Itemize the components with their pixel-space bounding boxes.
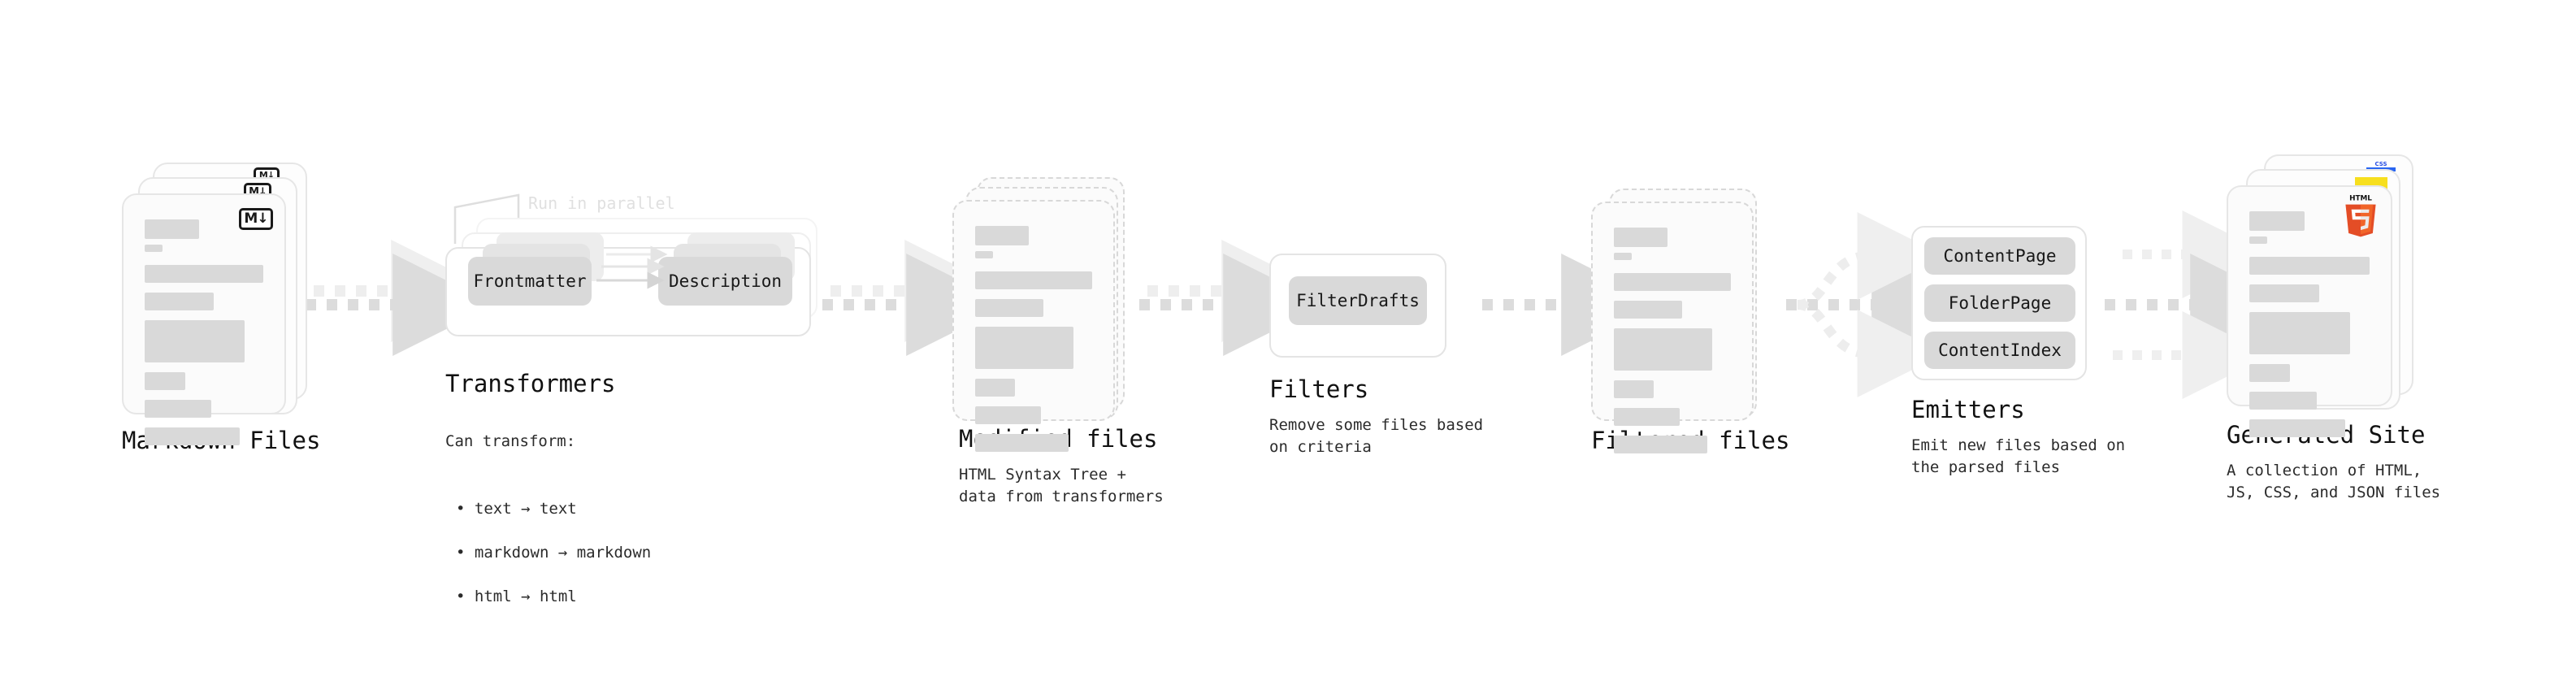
- skeleton-line: [145, 219, 200, 239]
- stage-title-filters: Filters: [1269, 375, 1369, 403]
- skeleton-line: [145, 372, 185, 390]
- stage-filtered-files: [1591, 189, 1770, 453]
- skeleton-line: [975, 327, 1073, 369]
- stage-title-transformers: Transformers: [445, 370, 616, 397]
- skeleton-line: [2249, 211, 2305, 231]
- skeleton-line: [145, 245, 163, 252]
- skeleton-line: [145, 293, 214, 310]
- filtered-card-front: [1591, 202, 1754, 453]
- bullet-text: text → text: [474, 499, 577, 518]
- transformer-chip-frontmatter[interactable]: Frontmatter: [468, 257, 592, 306]
- site-skeleton: [2249, 211, 2370, 447]
- emitter-chip-contentpage[interactable]: ContentPage: [1924, 237, 2075, 275]
- skeleton-line: [1614, 328, 1712, 371]
- filtered-skeleton: [1614, 228, 1731, 463]
- transformers-bullet-2: • html → html: [456, 587, 577, 605]
- skeleton-line: [1614, 228, 1668, 247]
- filter-chip-filterdrafts[interactable]: FilterDrafts: [1289, 276, 1427, 325]
- markdown-skeleton: [145, 219, 263, 455]
- bullet-text: html → html: [474, 587, 577, 605]
- stage-subtitle-emitters: Emit new files based on the parsed files: [1911, 436, 2126, 476]
- skeleton-line: [975, 406, 1041, 424]
- skeleton-line: [2249, 419, 2346, 437]
- bullet-text: markdown → markdown: [474, 543, 652, 562]
- skeleton-line: [975, 226, 1030, 245]
- skeleton-line: [975, 271, 1092, 289]
- site-card-front-html: HTML: [2227, 185, 2392, 437]
- arrow-filtered-to-emitters: [1786, 212, 1975, 397]
- transformers-bullet-list: • text → text • markdown → markdown • ht…: [445, 476, 770, 630]
- skeleton-line: [1614, 408, 1680, 426]
- markdown-logo-icon: M↓: [239, 208, 273, 230]
- arrow-transformers-to-modified: [822, 240, 1009, 356]
- skeleton-line: [145, 427, 240, 445]
- stage-subtitle-transformers: Can transform: • text → text • markdown …: [445, 409, 770, 652]
- skeleton-line: [2249, 236, 2268, 244]
- stage-subtitle-filters: Remove some files based on criteria: [1269, 416, 1484, 456]
- arrow-emitters-to-site: [2105, 210, 2293, 399]
- skeleton-line: [145, 400, 211, 418]
- modified-card-front: [952, 200, 1115, 452]
- skeleton-line: [1614, 436, 1708, 453]
- skeleton-line: [1614, 380, 1654, 398]
- emitter-chip-folderpage[interactable]: FolderPage: [1924, 284, 2075, 322]
- stage-markdown-files: M↓ M↓ M↓: [122, 163, 309, 445]
- arrow-markdown-to-transformers: [306, 240, 496, 356]
- skeleton-line: [2249, 257, 2370, 275]
- skeleton-line: [975, 251, 993, 258]
- emitter-chip-contentindex[interactable]: ContentIndex: [1924, 332, 2075, 369]
- stage-generated-site: CSS HTML: [2227, 154, 2413, 437]
- css-logo-label: CSS: [2374, 161, 2387, 167]
- run-in-parallel-label: Run in parallel: [528, 193, 675, 213]
- html5-shield-svg: HTML: [2345, 194, 2376, 237]
- stage-subtitle-generated-site: A collection of HTML, JS, CSS, and JSON …: [2227, 462, 2441, 501]
- skeleton-line: [1614, 301, 1682, 319]
- arrow-modified-to-filters: [1139, 240, 1326, 356]
- skeleton-line: [2249, 364, 2291, 382]
- caption-filters: Filters Remove some files based on crite…: [1269, 375, 1546, 458]
- transformers-bullet-1: • markdown → markdown: [456, 543, 652, 562]
- modified-skeleton: [975, 226, 1092, 462]
- skeleton-line: [2249, 392, 2317, 410]
- stage-modified-files: [952, 177, 1131, 452]
- html5-wordmark: HTML: [2349, 194, 2372, 202]
- markdown-card-front: M↓: [122, 193, 286, 445]
- skeleton-line: [1614, 253, 1632, 260]
- stage-title-emitters: Emitters: [1911, 396, 2025, 423]
- caption-transformers: Transformers Can transform: • text → tex…: [445, 370, 770, 652]
- transformers-bullet-0: • text → text: [456, 499, 577, 518]
- skeleton-line: [2249, 284, 2319, 302]
- transformers-subtitle-lead: Can transform:: [445, 432, 576, 450]
- caption-emitters: Emitters Emit new files based on the par…: [1911, 396, 2179, 479]
- skeleton-line: [975, 434, 1069, 452]
- skeleton-line: [975, 299, 1043, 317]
- skeleton-line: [975, 379, 1015, 397]
- skeleton-line: [2249, 312, 2351, 354]
- skeleton-line: [1614, 273, 1731, 291]
- skeleton-line: [145, 320, 245, 362]
- stage-subtitle-modified-files: HTML Syntax Tree + data from transformer…: [959, 466, 1164, 505]
- skeleton-line: [145, 265, 263, 283]
- transformer-chip-description[interactable]: Description: [658, 257, 792, 306]
- html5-logo-icon: HTML: [2342, 192, 2379, 237]
